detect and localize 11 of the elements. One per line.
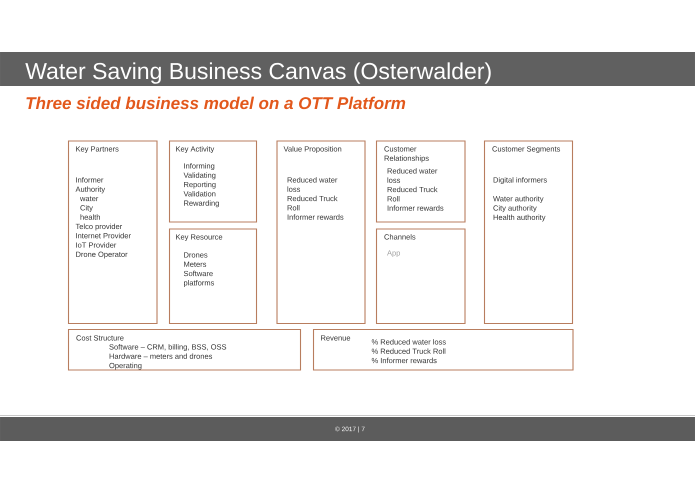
canvas-box xyxy=(484,140,574,324)
canvas-box xyxy=(376,228,466,324)
canvas-box xyxy=(312,328,574,371)
canvas-box xyxy=(68,328,302,371)
canvas-box xyxy=(168,140,258,223)
title-bar: Water Saving Business Canvas (Osterwalder) xyxy=(0,52,695,86)
canvas-box xyxy=(168,228,258,324)
canvas-box xyxy=(68,140,158,324)
canvas-box xyxy=(276,140,366,324)
subtitle: Three sided business model on a OTT Platform xyxy=(26,96,406,110)
canvas-box xyxy=(376,140,466,223)
